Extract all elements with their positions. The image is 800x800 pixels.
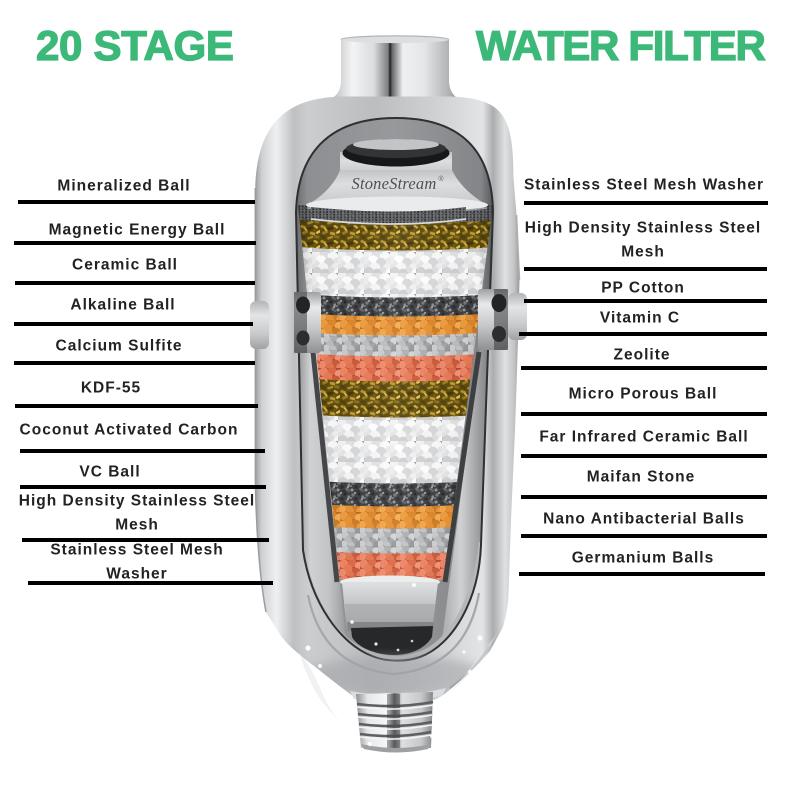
svg-text:®: ® bbox=[438, 175, 444, 183]
svg-text:StoneStream: StoneStream bbox=[352, 174, 437, 193]
